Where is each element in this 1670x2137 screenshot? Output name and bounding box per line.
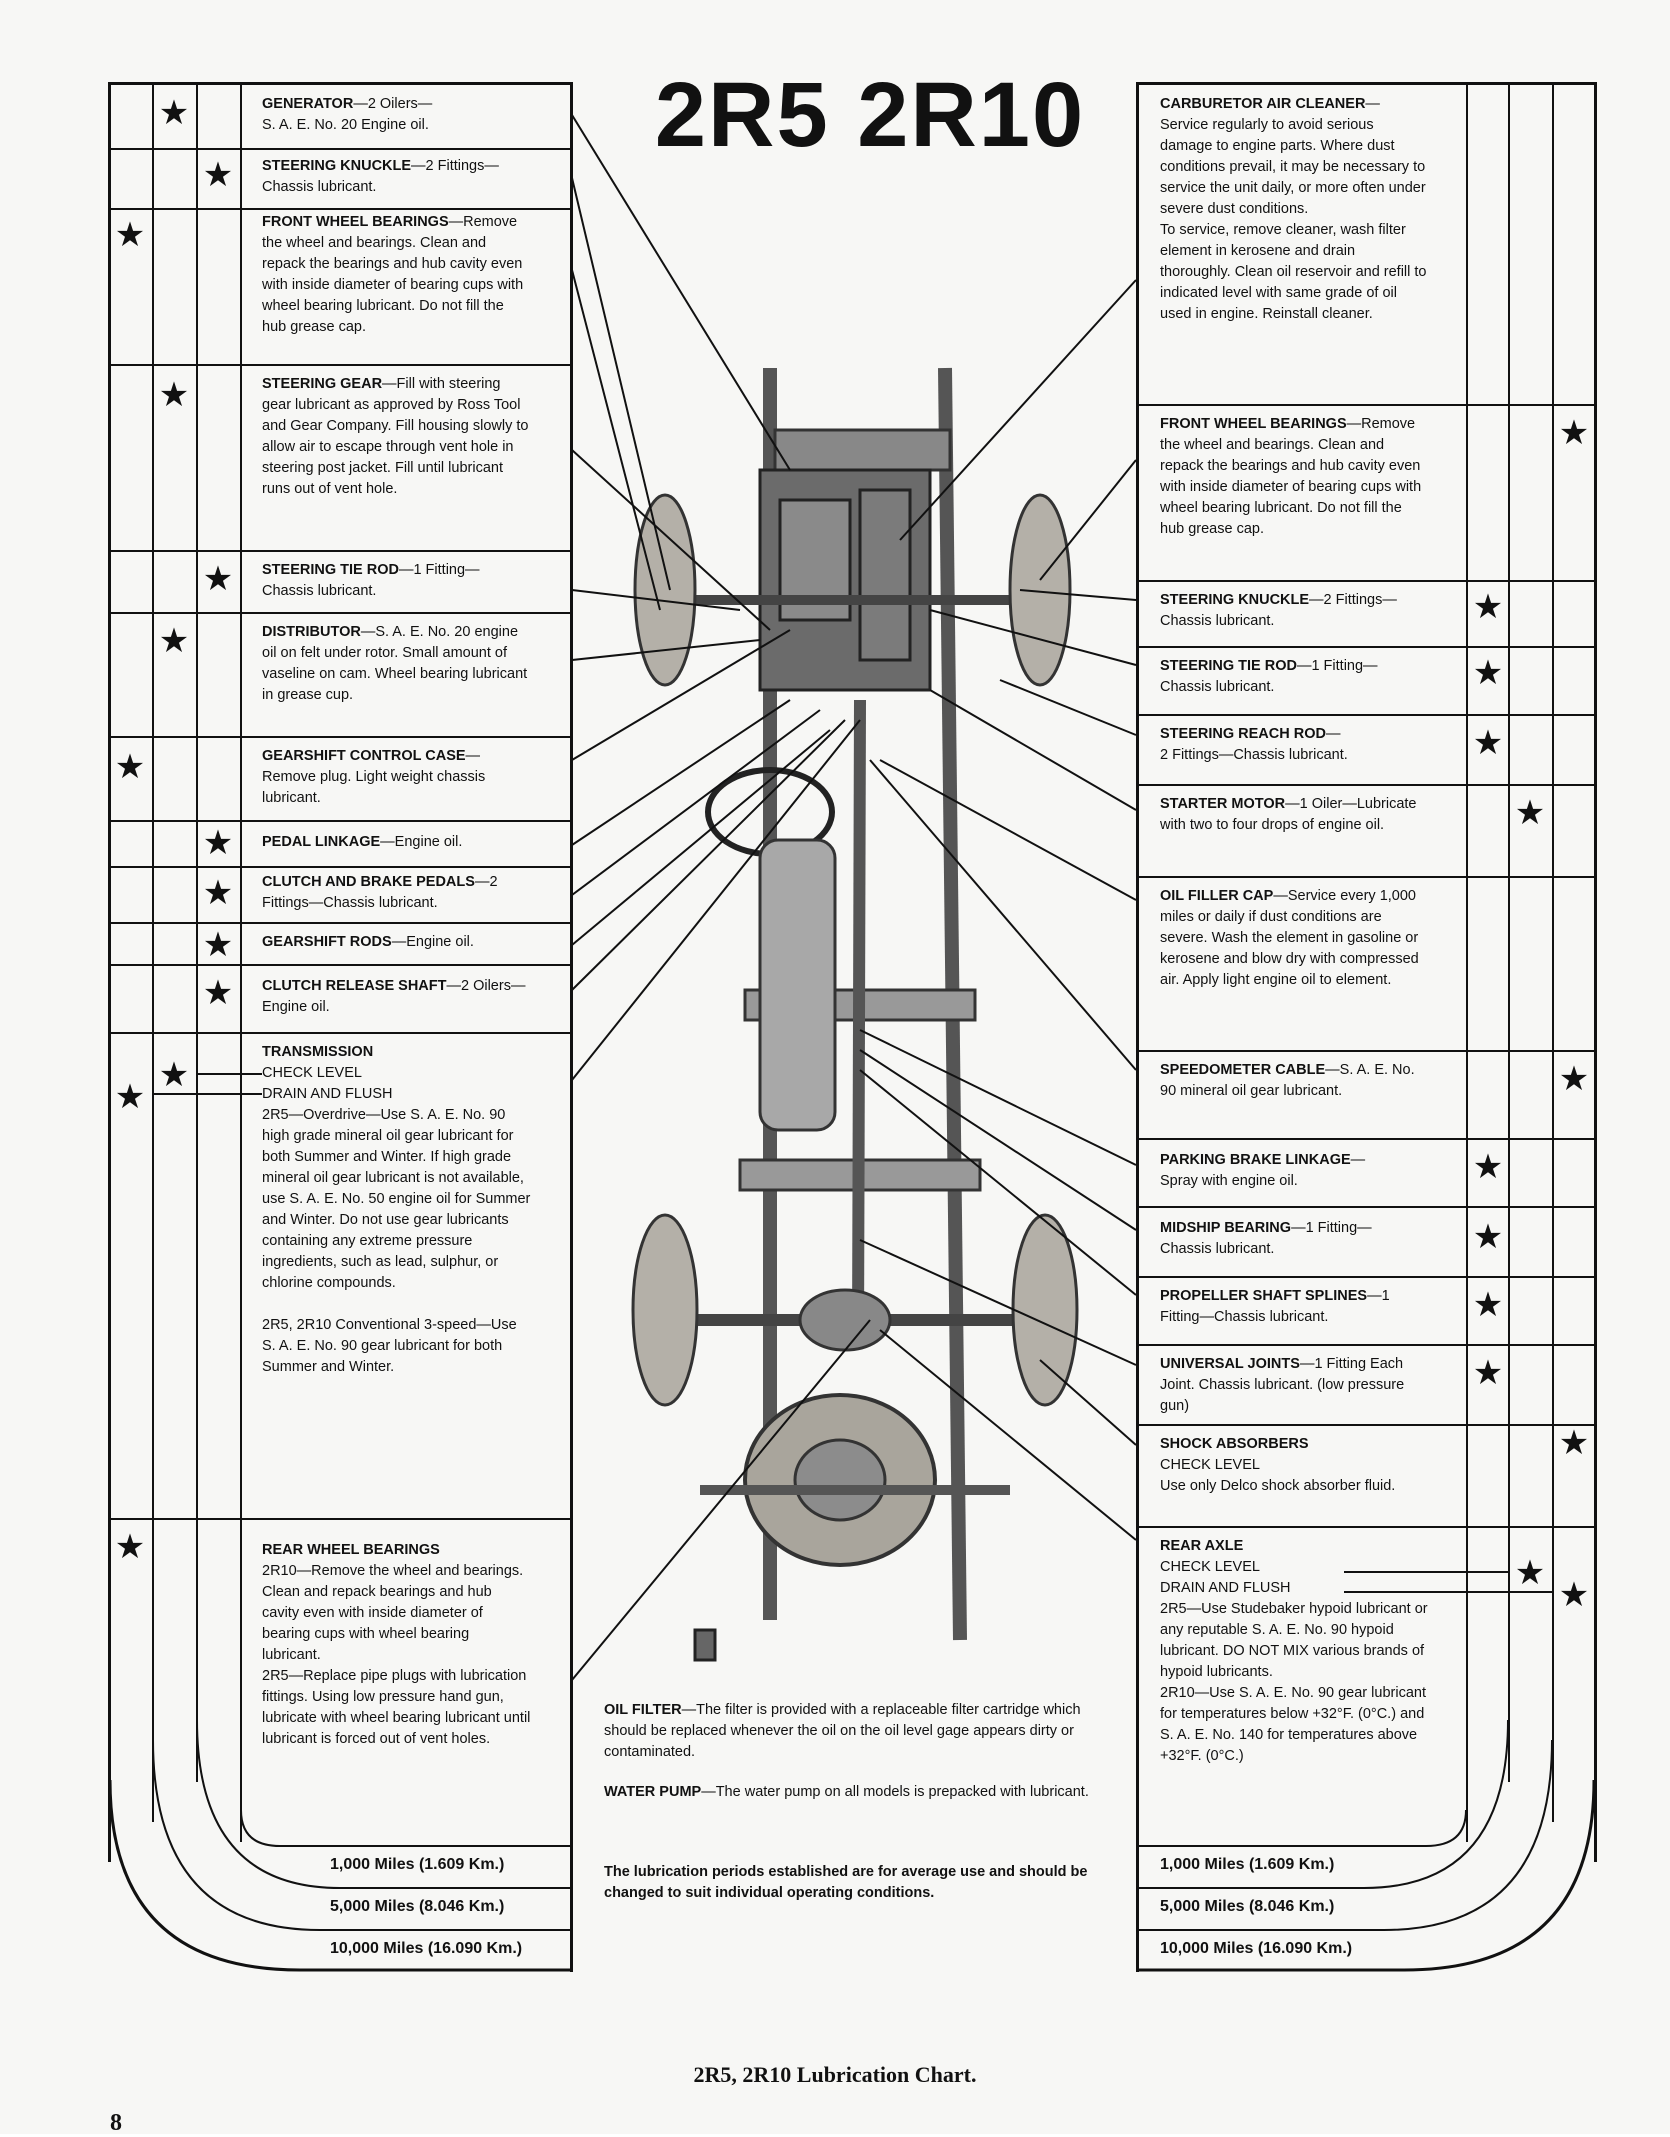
star-icon: ★	[202, 873, 234, 913]
water-pump-note: WATER PUMP—The water pump on all models …	[604, 1784, 1089, 1800]
star-icon: ★	[158, 621, 190, 661]
right-item-oil-filler-cap: OIL FILLER CAP—Service every 1,000 miles…	[1160, 888, 1419, 988]
legend-1000-miles-right: 1,000 Miles (1.609 Km.)	[1160, 1856, 1335, 1873]
star-icon: ★	[1558, 413, 1590, 453]
right-item-starter-motor: STARTER MOTOR—1 Oiler—Lubricate with two…	[1160, 796, 1417, 833]
star-icon: ★	[202, 925, 234, 965]
right-item-carburetor-air-cleaner: CARBURETOR AIR CLEANER—Service regularly…	[1160, 96, 1427, 322]
left-item-steering-gear: STEERING GEAR—Fill with steering gear lu…	[262, 376, 529, 497]
left-item-steering-knuckle: STEERING KNUCKLE—2 Fittings— Chassis lub…	[262, 158, 499, 195]
legend-10000-miles-right: 10,000 Miles (16.090 Km.)	[1160, 1940, 1353, 1957]
star-icon: ★	[158, 1055, 190, 1095]
star-icon: ★	[1558, 1059, 1590, 1099]
star-icon: ★	[114, 1527, 146, 1567]
figure-caption: 2R5, 2R10 Lubrication Chart.	[693, 2062, 977, 2087]
star-icon: ★	[1472, 653, 1504, 693]
star-icon: ★	[1514, 1553, 1546, 1593]
page-number: 8	[110, 2110, 122, 2136]
right-item-front-wheel-bearings: FRONT WHEEL BEARINGS—Remove the wheel an…	[1160, 416, 1422, 537]
left-item-gearshift-rods: GEARSHIFT RODS—Engine oil.	[262, 934, 474, 950]
star-icon: ★	[1558, 1423, 1590, 1463]
left-item-front-wheel-bearings: FRONT WHEEL BEARINGS—Remove the wheel an…	[262, 214, 524, 335]
star-icon: ★	[202, 823, 234, 863]
left-item-pedal-linkage: PEDAL LINKAGE—Engine oil.	[262, 834, 463, 850]
star-icon: ★	[114, 215, 146, 255]
right-item-propeller-shaft-splines: PROPELLER SHAFT SPLINES—1 Fitting—Chassi…	[1160, 1288, 1390, 1325]
right-item-speedometer-cable: SPEEDOMETER CABLE—S. A. E. No. 90 minera…	[1160, 1062, 1415, 1099]
star-icon: ★	[1472, 1353, 1504, 1393]
star-icon: ★	[202, 973, 234, 1013]
lubrication-periods-note: The lubrication periods established are …	[604, 1864, 1088, 1901]
right-item-parking-brake-linkage: PARKING BRAKE LINKAGE— Spray with engine…	[1160, 1152, 1366, 1189]
left-item-clutch-release-shaft: CLUTCH RELEASE SHAFT—2 Oilers—Engine oil…	[262, 978, 526, 1015]
star-icon: ★	[114, 1077, 146, 1117]
left-item-steering-tie-rod: STEERING TIE ROD—1 Fitting— Chassis lubr…	[262, 562, 480, 599]
star-icon: ★	[158, 375, 190, 415]
star-icon: ★	[158, 93, 190, 133]
legend-10000-miles-left: 10,000 Miles (16.090 Km.)	[330, 1940, 523, 1957]
right-item-steering-tie-rod: STEERING TIE ROD—1 Fitting— Chassis lubr…	[1160, 658, 1378, 695]
star-icon: ★	[202, 559, 234, 599]
legend-5000-miles-left: 5,000 Miles (8.046 Km.)	[330, 1898, 505, 1915]
right-item-steering-reach-rod: STEERING REACH ROD— 2 Fittings—Chassis l…	[1160, 726, 1348, 763]
page-title: 2R5 2R10	[654, 64, 1086, 166]
star-icon: ★	[1558, 1575, 1590, 1615]
star-icon: ★	[1472, 723, 1504, 763]
star-icon: ★	[202, 155, 234, 195]
right-item-steering-knuckle: STEERING KNUCKLE—2 Fittings— Chassis lub…	[1160, 592, 1397, 629]
left-item-clutch-brake-pedals: CLUTCH AND BRAKE PEDALS—2 Fittings—Chass…	[262, 874, 498, 911]
legend-5000-miles-right: 5,000 Miles (8.046 Km.)	[1160, 1898, 1335, 1915]
star-icon: ★	[1514, 793, 1546, 833]
legend-1000-miles-left: 1,000 Miles (1.609 Km.)	[330, 1856, 505, 1873]
right-item-universal-joints: UNIVERSAL JOINTS—1 Fitting Each Joint. C…	[1160, 1356, 1405, 1414]
left-item-gearshift-control-case: GEARSHIFT CONTROL CASE—Remove plug. Ligh…	[262, 748, 486, 806]
star-icon: ★	[1472, 1285, 1504, 1325]
star-icon: ★	[114, 747, 146, 787]
star-icon: ★	[1472, 1147, 1504, 1187]
star-icon: ★	[1472, 1217, 1504, 1257]
left-item-distributor: DISTRIBUTOR—S. A. E. No. 20 engine oil o…	[262, 624, 528, 703]
oil-filter-note: OIL FILTER—The filter is provided with a…	[604, 1702, 1081, 1760]
left-item-generator: GENERATOR—2 Oilers— S. A. E. No. 20 Engi…	[262, 96, 433, 133]
star-icon: ★	[1472, 587, 1504, 627]
right-item-midship-bearing: MIDSHIP BEARING—1 Fitting— Chassis lubri…	[1160, 1220, 1372, 1257]
